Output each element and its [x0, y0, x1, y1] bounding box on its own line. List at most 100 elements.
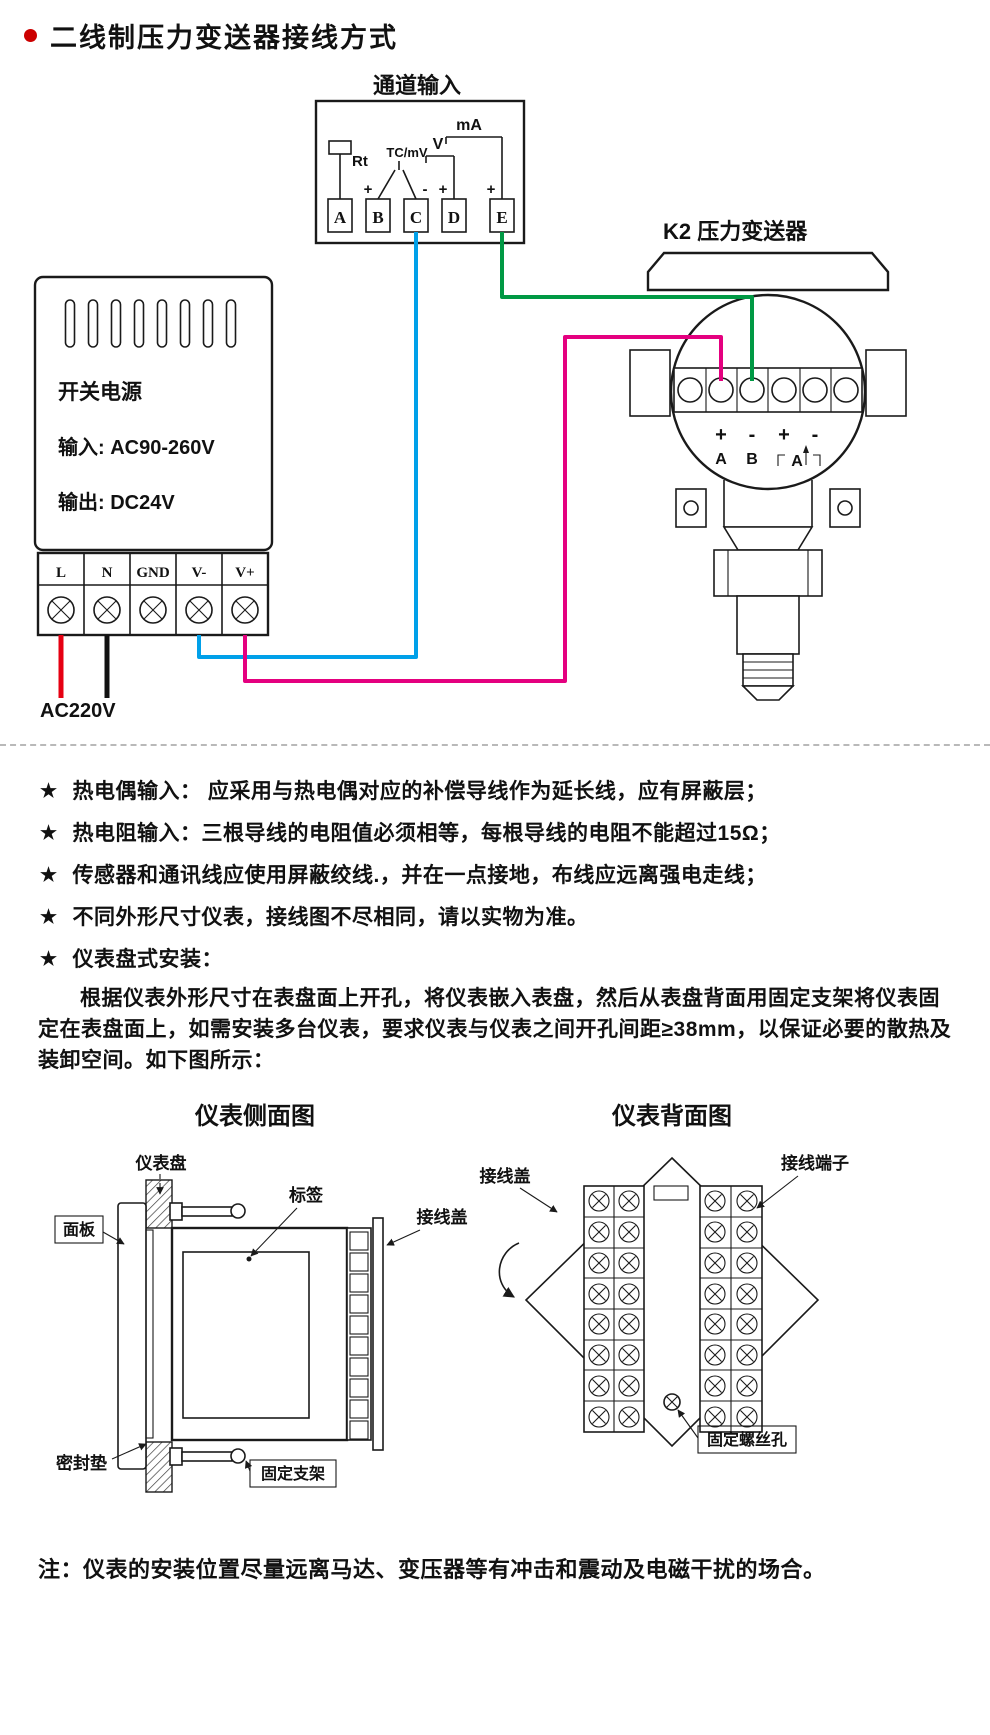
svg-text:A: A — [715, 451, 727, 468]
dashed-divider — [0, 744, 990, 746]
note-text: 仪表盘式安装： — [72, 948, 224, 971]
left-terminal-strip — [583, 1185, 645, 1433]
terminal-block-label: 接线端子 — [781, 1153, 849, 1173]
notes-list: ★ 热电偶输入： 应采用与热电偶对应的补偿导线作为延长线，应有屏蔽层； ★ 热电… — [40, 779, 952, 989]
ma-input-symbol: mA — [445, 117, 503, 199]
power-supply: 开关电源 输入: AC90-260V 输出: DC24V L N GND V- … — [33, 275, 274, 722]
v-label: V — [433, 136, 444, 153]
tc-label: TC/mV — [386, 145, 428, 160]
transmitter-terminal-block — [673, 367, 863, 413]
svg-text:C: C — [410, 208, 422, 227]
svg-text:D: D — [448, 208, 460, 227]
footer-note: 注：仪表的安装位置尽量远离马达、变压器等有冲击和震动及电磁干扰的场合。 — [38, 1557, 826, 1582]
star-icon: ★ — [40, 865, 58, 886]
top-center-slot — [653, 1185, 689, 1201]
magenta-wire — [243, 335, 723, 683]
ma-label: mA — [456, 117, 482, 134]
note-text: 热电偶输入： 应采用与热电偶对应的补偿导线作为延长线，应有屏蔽层； — [72, 780, 767, 803]
psu-screw-terminals — [47, 596, 259, 624]
star-icon: ★ — [40, 907, 58, 928]
green-wire — [500, 232, 754, 381]
rotation-arrow-icon — [498, 1242, 520, 1298]
svg-text:-: - — [423, 181, 428, 198]
channel-input-label: 通道输入 — [373, 73, 461, 98]
v-input-symbol: V — [425, 136, 455, 199]
installation-diagrams: 仪表侧面图 — [54, 1102, 849, 1493]
psu-terminal-strip: L N GND V- V+ — [36, 551, 270, 637]
vent-slots — [64, 299, 237, 348]
star-icon: ★ — [40, 949, 58, 970]
red-bullet-icon — [24, 29, 37, 42]
psu-output: 输出: DC24V — [58, 490, 175, 514]
svg-text:V+: V+ — [235, 565, 254, 581]
note-text: 热电阻输入：三根导线的电阻值必须相等，每根导线的电阻不能超过15Ω； — [72, 822, 781, 845]
svg-text:L: L — [56, 565, 66, 581]
back-view-title: 仪表背面图 — [611, 1103, 732, 1130]
svg-text:+: + — [487, 181, 496, 198]
psu-title: 开关电源 — [58, 380, 142, 404]
up-arrow-icon — [803, 445, 809, 453]
channel-input-box: 通道输入 Rt TC/mV V mA — [314, 73, 526, 245]
wiring-diagram: 通道输入 Rt TC/mV V mA — [33, 73, 907, 722]
star-icon: ★ — [40, 781, 58, 802]
page-header: 二线制压力变送器接线方式 — [24, 16, 398, 55]
screw-hole-label-box — [697, 1425, 797, 1454]
svg-text:A: A — [334, 208, 347, 227]
bottom-bracket-screw — [169, 1447, 246, 1466]
rt-symbol: Rt — [328, 140, 368, 199]
svg-text:B: B — [746, 451, 758, 468]
svg-text:+: + — [778, 424, 790, 446]
fixing-screw-hole — [663, 1393, 681, 1411]
transmitter-terminal-labels: + - + - A B A — [715, 424, 821, 470]
note-item: ★ 热电偶输入： 应采用与热电偶对应的补偿导线作为延长线，应有屏蔽层； — [40, 779, 952, 804]
panel-board-label: 仪表盘 — [135, 1153, 187, 1173]
page-title: 二线制压力变送器接线方式 — [50, 23, 398, 53]
note-item: ★ 不同外形尺寸仪表，接线图不尽相同，请以实物为准。 — [40, 905, 952, 930]
side-view-diagram: 仪表侧面图 — [54, 1102, 468, 1493]
wiring-cover-label-back: 接线盖 — [480, 1166, 531, 1186]
svg-text:+: + — [364, 181, 373, 198]
note-item: ★ 仪表盘式安装： — [40, 947, 952, 972]
gasket-label: 密封垫 — [56, 1453, 107, 1473]
wiring-cover-label-side: 接线盖 — [417, 1207, 468, 1227]
transmitter-body — [675, 480, 861, 701]
front-panel-label: 面板 — [63, 1220, 96, 1239]
note-text: 传感器和通讯线应使用屏蔽绞线.，并在一点接地，布线应远离强电走线； — [72, 864, 767, 887]
transmitter-right-lug — [865, 349, 907, 417]
blue-wire — [197, 232, 418, 659]
side-view-title: 仪表侧面图 — [194, 1102, 315, 1130]
top-bracket-screw — [169, 1202, 246, 1221]
svg-text:A: A — [791, 453, 803, 470]
rear-terminal-column — [346, 1227, 372, 1441]
front-panel-label-box — [54, 1215, 104, 1244]
svg-text:+: + — [715, 424, 727, 446]
back-view-diagram: 仪表背面图 — [480, 1103, 849, 1454]
svg-text:E: E — [496, 208, 507, 227]
note-item: ★ 热电阻输入：三根导线的电阻值必须相等，每根导线的电阻不能超过15Ω； — [40, 821, 952, 846]
note-item: ★ 传感器和通讯线应使用屏蔽绞线.，并在一点接地，布线应远离强电走线； — [40, 863, 952, 888]
svg-text:+: + — [439, 181, 448, 198]
rt-label: Rt — [352, 153, 368, 170]
right-terminal-strip — [699, 1185, 763, 1433]
rear-cover-plate — [372, 1217, 384, 1451]
ac-voltage-label: AC220V — [40, 700, 116, 722]
tag-pointer-dot — [246, 1256, 252, 1262]
svg-text:GND: GND — [136, 565, 170, 581]
tc-symbol: TC/mV — [377, 145, 428, 200]
transmitter-cap — [646, 251, 890, 292]
svg-text:N: N — [102, 565, 113, 581]
svg-text:B: B — [372, 208, 383, 227]
panel-cross-section-bottom — [145, 1441, 173, 1493]
transmitter-left-lug — [629, 349, 671, 417]
installation-paragraph: 根据仪表外形尺寸在表盘面上开孔，将仪表嵌入表盘，然后从表盘背面用固定支架将仪表固… — [38, 987, 952, 1072]
star-icon: ★ — [40, 823, 58, 844]
gasket-strip — [145, 1229, 154, 1439]
svg-text:-: - — [812, 424, 819, 446]
psu-input: 输入: AC90-260V — [58, 435, 215, 459]
pressure-transmitter: K2 压力变送器 + - + - A B — [629, 219, 907, 701]
tag-label: 标签 — [289, 1185, 324, 1205]
bracket-label-box — [249, 1459, 337, 1488]
svg-text:V-: V- — [192, 565, 207, 581]
bracket-label: 固定支架 — [261, 1464, 325, 1483]
